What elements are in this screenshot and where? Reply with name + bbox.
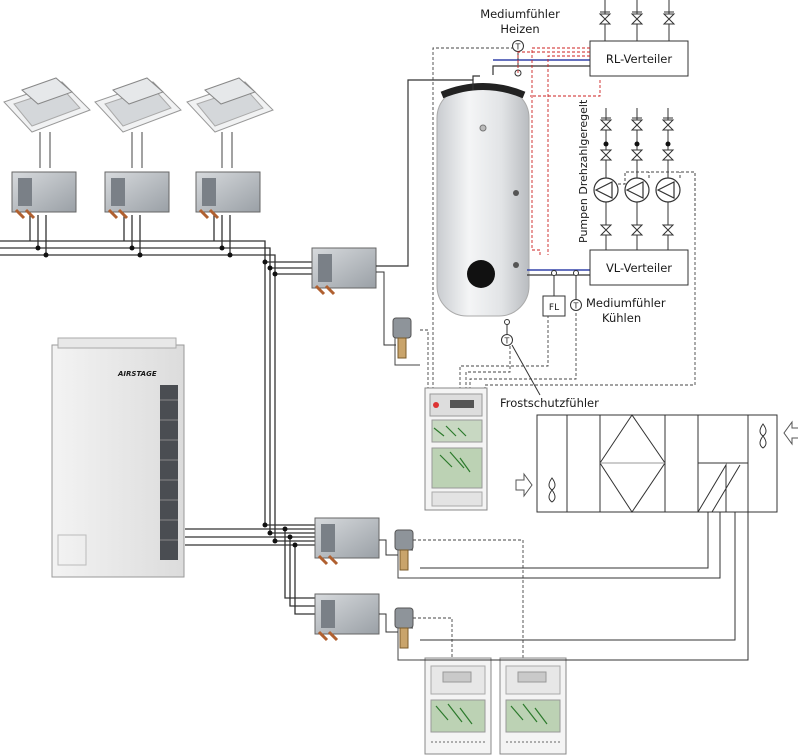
branch-box-ahu-2 [314,593,380,642]
ahu-refrigerant-lines [420,512,749,661]
expansion-valve-3 [379,607,420,661]
branch-box-ahu-1 [314,517,380,566]
branch-box-indoor-2 [104,171,170,220]
airflow-arrows [515,420,798,498]
rl-valves [598,0,676,41]
buffer-tank [436,83,530,317]
frost-sensor: T [501,319,541,396]
rl-distributor-label: RL-Verteiler [606,52,672,66]
medium-sensor-heating-label-1: Mediumfühler [480,7,560,21]
branch-box-indoor-1 [11,171,77,220]
cassette-pipes [39,132,233,168]
medium-sensor-cooling-label-1: Mediumfühler [586,296,666,310]
pump-dots [603,141,671,147]
fl-sensor: FL [542,270,566,317]
vl-pumps-branch [599,108,675,250]
pipe-junctions [35,245,298,548]
branch-box-hydro [311,247,377,296]
svg-text:T: T [573,302,579,311]
branch-box-indoor-3 [195,171,261,220]
frost-sensor-label: Frostschutzfühler [500,396,599,410]
ahu-controller-2 [499,657,567,755]
medium-sensor-cooling-label-2: Kühlen [602,311,641,325]
cassette-unit-3 [186,77,274,133]
air-handling-unit [536,414,778,513]
pumps-label: Pumpen Drehzahlgeregelt [577,99,590,243]
pumps [593,177,681,203]
hydro-controller [424,387,488,511]
svg-text:FL: FL [549,303,559,313]
brand-logo: AIRSTAGE [117,370,157,378]
vl-distributor [589,249,689,286]
vl-distributor-label: VL-Verteiler [606,261,672,275]
cassette-unit-2 [94,77,182,133]
outdoor-unit: AIRSTAGE [51,337,185,578]
medium-sensor-cooling: T [570,270,582,311]
pump-control-dashed [618,171,696,218]
expansion-valve-1 [376,271,420,366]
rl-distributor [589,40,689,77]
medium-sensor-heating-label-2: Heizen [500,22,539,36]
heating-signal-lines [517,47,601,255]
ahu-controller-1 [424,657,492,755]
cassette-unit-1 [3,77,91,133]
svg-text:T: T [515,43,521,52]
svg-text:T: T [504,337,510,346]
expansion-valve-2 [379,529,420,579]
tank-connections [376,65,590,276]
